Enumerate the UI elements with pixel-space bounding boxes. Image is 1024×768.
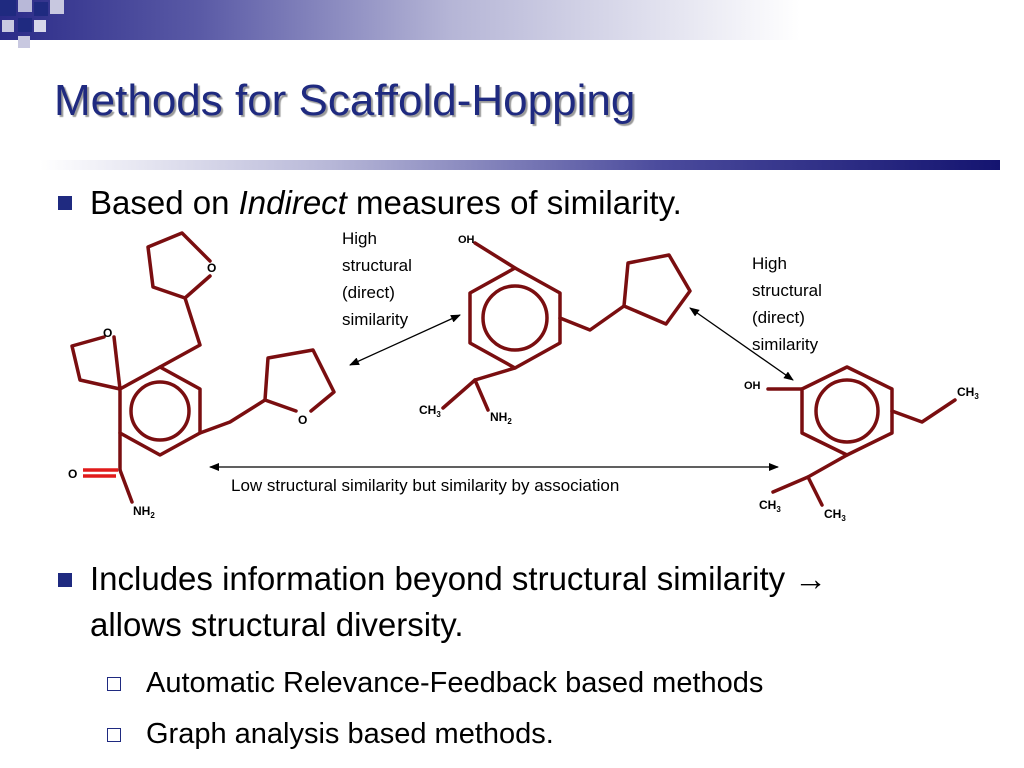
arrow-left-to-center xyxy=(349,314,461,366)
header-decor-square xyxy=(2,20,14,32)
bullet-line: allows structural diversity. xyxy=(90,606,464,643)
slide-title: Methods for Scaffold-Hopping xyxy=(54,76,636,125)
fused-furan-ring xyxy=(70,335,122,391)
benzene-ring xyxy=(468,266,562,370)
molecule-left xyxy=(70,231,336,504)
sub-bullet-marker xyxy=(107,728,121,742)
atom-label-oxygen: O xyxy=(103,326,112,340)
bullet-text-post: measures of similarity. xyxy=(346,184,682,221)
header-decor-square xyxy=(18,36,30,48)
atom-label-hydroxyl: OH xyxy=(744,380,761,392)
header-decor-square xyxy=(50,0,64,14)
molecule-center xyxy=(441,241,692,412)
bullet-text-emphasis: Indirect xyxy=(238,184,347,221)
bullet-marker xyxy=(58,573,72,587)
sub-bullet-graph-analysis: Graph analysis based methods. xyxy=(146,718,554,750)
amide-group xyxy=(83,431,134,504)
atom-label-hydroxyl: OH xyxy=(458,234,475,246)
right-thf-ring xyxy=(198,348,336,435)
upper-thf-ring xyxy=(146,231,212,369)
atom-symbol: NH xyxy=(133,504,150,518)
atom-symbol: CH xyxy=(957,385,974,399)
atom-subscript: 3 xyxy=(974,392,979,401)
atom-symbol: NH xyxy=(490,410,507,424)
atom-subscript: 3 xyxy=(436,410,441,419)
label-high-similarity-right: High structural (direct) similarity xyxy=(752,254,827,354)
atom-label-methyl: CH3 xyxy=(824,507,846,523)
atom-subscript: 3 xyxy=(841,514,846,523)
atom-symbol: CH xyxy=(824,507,841,521)
header-decor-square xyxy=(18,18,32,32)
header-gradient-bar xyxy=(0,0,1000,40)
atom-label-oxygen: O xyxy=(298,413,307,427)
cyclopentane-ring xyxy=(622,253,692,326)
atom-symbol: CH xyxy=(419,403,436,417)
atom-subscript: 2 xyxy=(507,417,512,426)
arrow-center-to-right xyxy=(689,307,794,381)
bullet-marker xyxy=(58,196,72,210)
bullet-beyond-structural: Includes information beyond structural s… xyxy=(90,556,827,648)
bullet-text-pre: Based on xyxy=(90,184,239,221)
atom-label-amine: NH2 xyxy=(490,410,512,426)
title-underline xyxy=(40,160,1000,170)
sub-bullet-relevance-feedback: Automatic Relevance-Feedback based metho… xyxy=(146,667,764,699)
atom-subscript: 3 xyxy=(776,505,781,514)
atom-label-oxygen: O xyxy=(207,261,216,275)
bullet-line: Includes information beyond structural s… xyxy=(90,560,828,597)
atom-label-methyl: CH3 xyxy=(419,403,441,419)
benzene-ring xyxy=(118,365,202,457)
header-decor-square xyxy=(34,20,46,32)
benzene-ring xyxy=(800,365,894,457)
atom-label-amine: NH2 xyxy=(133,504,155,520)
sub-bullet-marker xyxy=(107,677,121,691)
header-decor-square xyxy=(34,2,48,16)
atom-subscript: 2 xyxy=(150,511,155,520)
atom-label-methyl: CH3 xyxy=(759,498,781,514)
bullet-indirect-similarity: Based on Indirect measures of similarity… xyxy=(90,180,682,226)
header-decor-square xyxy=(18,0,32,12)
label-low-similarity-association: Low structural similarity but similarity… xyxy=(231,476,619,495)
atom-label-oxygen: O xyxy=(68,467,77,481)
atom-symbol: CH xyxy=(759,498,776,512)
atom-label-methyl: CH3 xyxy=(957,385,979,401)
header-decor-square xyxy=(0,0,16,16)
label-high-similarity-left: High structural (direct) similarity xyxy=(342,229,417,329)
molecule-right xyxy=(766,365,957,507)
